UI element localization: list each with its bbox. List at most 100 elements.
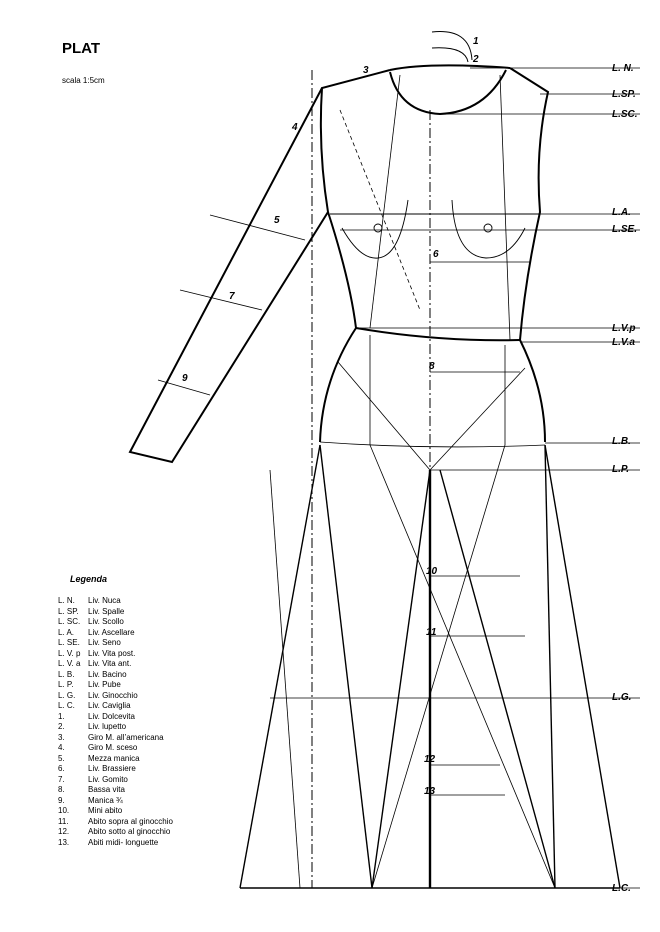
label-lsp: L.SP. [612,89,636,100]
legend-code: 13. [58,837,70,847]
number-9: 9 [182,373,188,384]
number-4: 4 [291,122,298,133]
legend-code: L. SP. [58,606,79,616]
legend-code: 7. [58,774,65,784]
legend-item: 1. Liv. Dolcevita [58,712,173,723]
label-lse: L.SE. [612,224,637,235]
legend-label: Mini abito [88,806,123,815]
number-1: 1 [473,36,479,47]
legend-code: L. B. [58,669,75,679]
legend-item: 8. Bassa vita [58,785,173,796]
page-title: PLAT [62,40,101,57]
legend-label: Abito sotto al ginocchio [88,827,171,836]
label-lp: L.P. [612,464,629,475]
label-la: L.A. [612,207,631,218]
legend-item: L. G. Liv. Ginocchio [58,691,173,702]
label-lc: L.C. [612,883,631,894]
number-2: 2 [472,54,479,65]
legend-label: Liv. Dolcevita [88,711,135,721]
legend-label: Abiti midi- longuette [88,837,159,847]
legend-item: L. C. Liv. Caviglia [58,701,173,712]
legend-label: Manica ¾ [88,795,123,805]
legend-label: Liv. Caviglia [88,701,131,710]
legend-item: 4. Giro M. sceso [58,743,173,754]
legend-label: Liv. Nuca [88,596,121,605]
label-ln: L. N. [612,63,634,74]
legend-item: 12. Abito sotto al ginocchio [58,827,173,838]
legend-label: Liv. Vita post. [88,648,136,658]
number-6: 6 [433,249,439,260]
legend-item: L. SP. Liv. Spalle [58,607,173,618]
number-12: 12 [424,754,436,765]
legend-code: L. P. [58,680,74,689]
legend-item: 13. Abiti midi- longuette [58,838,173,849]
legend-code: L. SE. [58,638,80,647]
scale-note: scala 1:5cm [62,76,105,85]
legend-code: L. V. p [58,648,81,658]
legend-code: L. SC. [58,617,81,626]
legend-item: 5. Mezza manica [58,754,173,765]
legend-code: L. V. a [58,659,81,668]
legend-item: L. N. Liv. Nuca [58,596,173,607]
legend-item: 2. Liv. lupetto [58,722,173,733]
label-lva: L.V.a [612,337,635,348]
legend-item: L. P. Liv. Pube [58,680,173,691]
number-11: 11 [426,627,437,638]
legend-label: Giro M. sceso [88,743,138,752]
legend-item: 6. Liv. Brassiere [58,764,173,775]
legend-label: Bassa vita [88,785,125,794]
label-lsc: L.SC. [612,109,638,120]
legend-code: 10. [58,806,70,815]
legend-code: 2. [58,722,65,731]
number-7: 7 [229,291,235,302]
legend-label: Giro M. all’americana [88,732,164,742]
legend-code: 3. [58,732,65,742]
legend-code: 1. [58,711,65,721]
legend-label: Liv. Brassiere [88,764,136,773]
legend-code: L. G. [58,690,76,700]
legend-code: L. A. [58,627,75,637]
legend-code: L. C. [58,701,75,710]
legend-code: 6. [58,764,65,773]
legend-code: 12. [58,827,70,836]
legend-code: 8. [58,785,65,794]
legend-item: 7. Liv. Gomito [58,775,173,786]
legend-item: 9. Manica ¾ [58,796,173,807]
legend-item: 10. Mini abito [58,806,173,817]
level-lines [240,67,640,889]
legend-label: Liv. Spalle [88,606,125,616]
label-lb: L.B. [612,436,631,447]
legend-item: L. V. a Liv. Vita ant. [58,659,173,670]
legend-code: 4. [58,743,65,752]
legend-item: L. B. Liv. Bacino [58,670,173,681]
legend-label: Abito sopra al ginocchio [88,816,173,826]
legend-label: Liv. Seno [88,638,121,647]
legend-title: Legenda [70,574,108,584]
legend-label: Liv. Gomito [88,774,128,784]
legend-code: 5. [58,753,65,763]
legend-label: Liv. Bacino [88,669,127,679]
label-lvp: L.V.p [612,323,636,334]
legend-label: Liv. Ginocchio [88,690,138,700]
number-8: 8 [429,361,435,372]
label-lg: L.G. [612,692,631,703]
legend-item: 3. Giro M. all’americana [58,733,173,744]
number-3: 3 [363,65,369,76]
legend-code: 9. [58,795,65,805]
legend-label: Liv. Pube [88,680,121,689]
legend-item: L. A. Liv. Ascellare [58,628,173,639]
number-13: 13 [424,786,436,797]
legend-item: L. SE. Liv. Seno [58,638,173,649]
legend-label: Liv. Ascellare [88,627,135,637]
legend-label: Mezza manica [88,753,140,763]
number-10: 10 [426,566,438,577]
legend-label: Liv. Scollo [88,617,124,626]
legend-code: L. N. [58,596,75,605]
legend-item: L. V. p Liv. Vita post. [58,649,173,660]
legend-label: Liv. Vita ant. [88,659,132,668]
legend-item: 11. Abito sopra al ginocchio [58,817,173,828]
legend-code: 11. [58,816,69,826]
legend-label: Liv. lupetto [88,722,127,731]
